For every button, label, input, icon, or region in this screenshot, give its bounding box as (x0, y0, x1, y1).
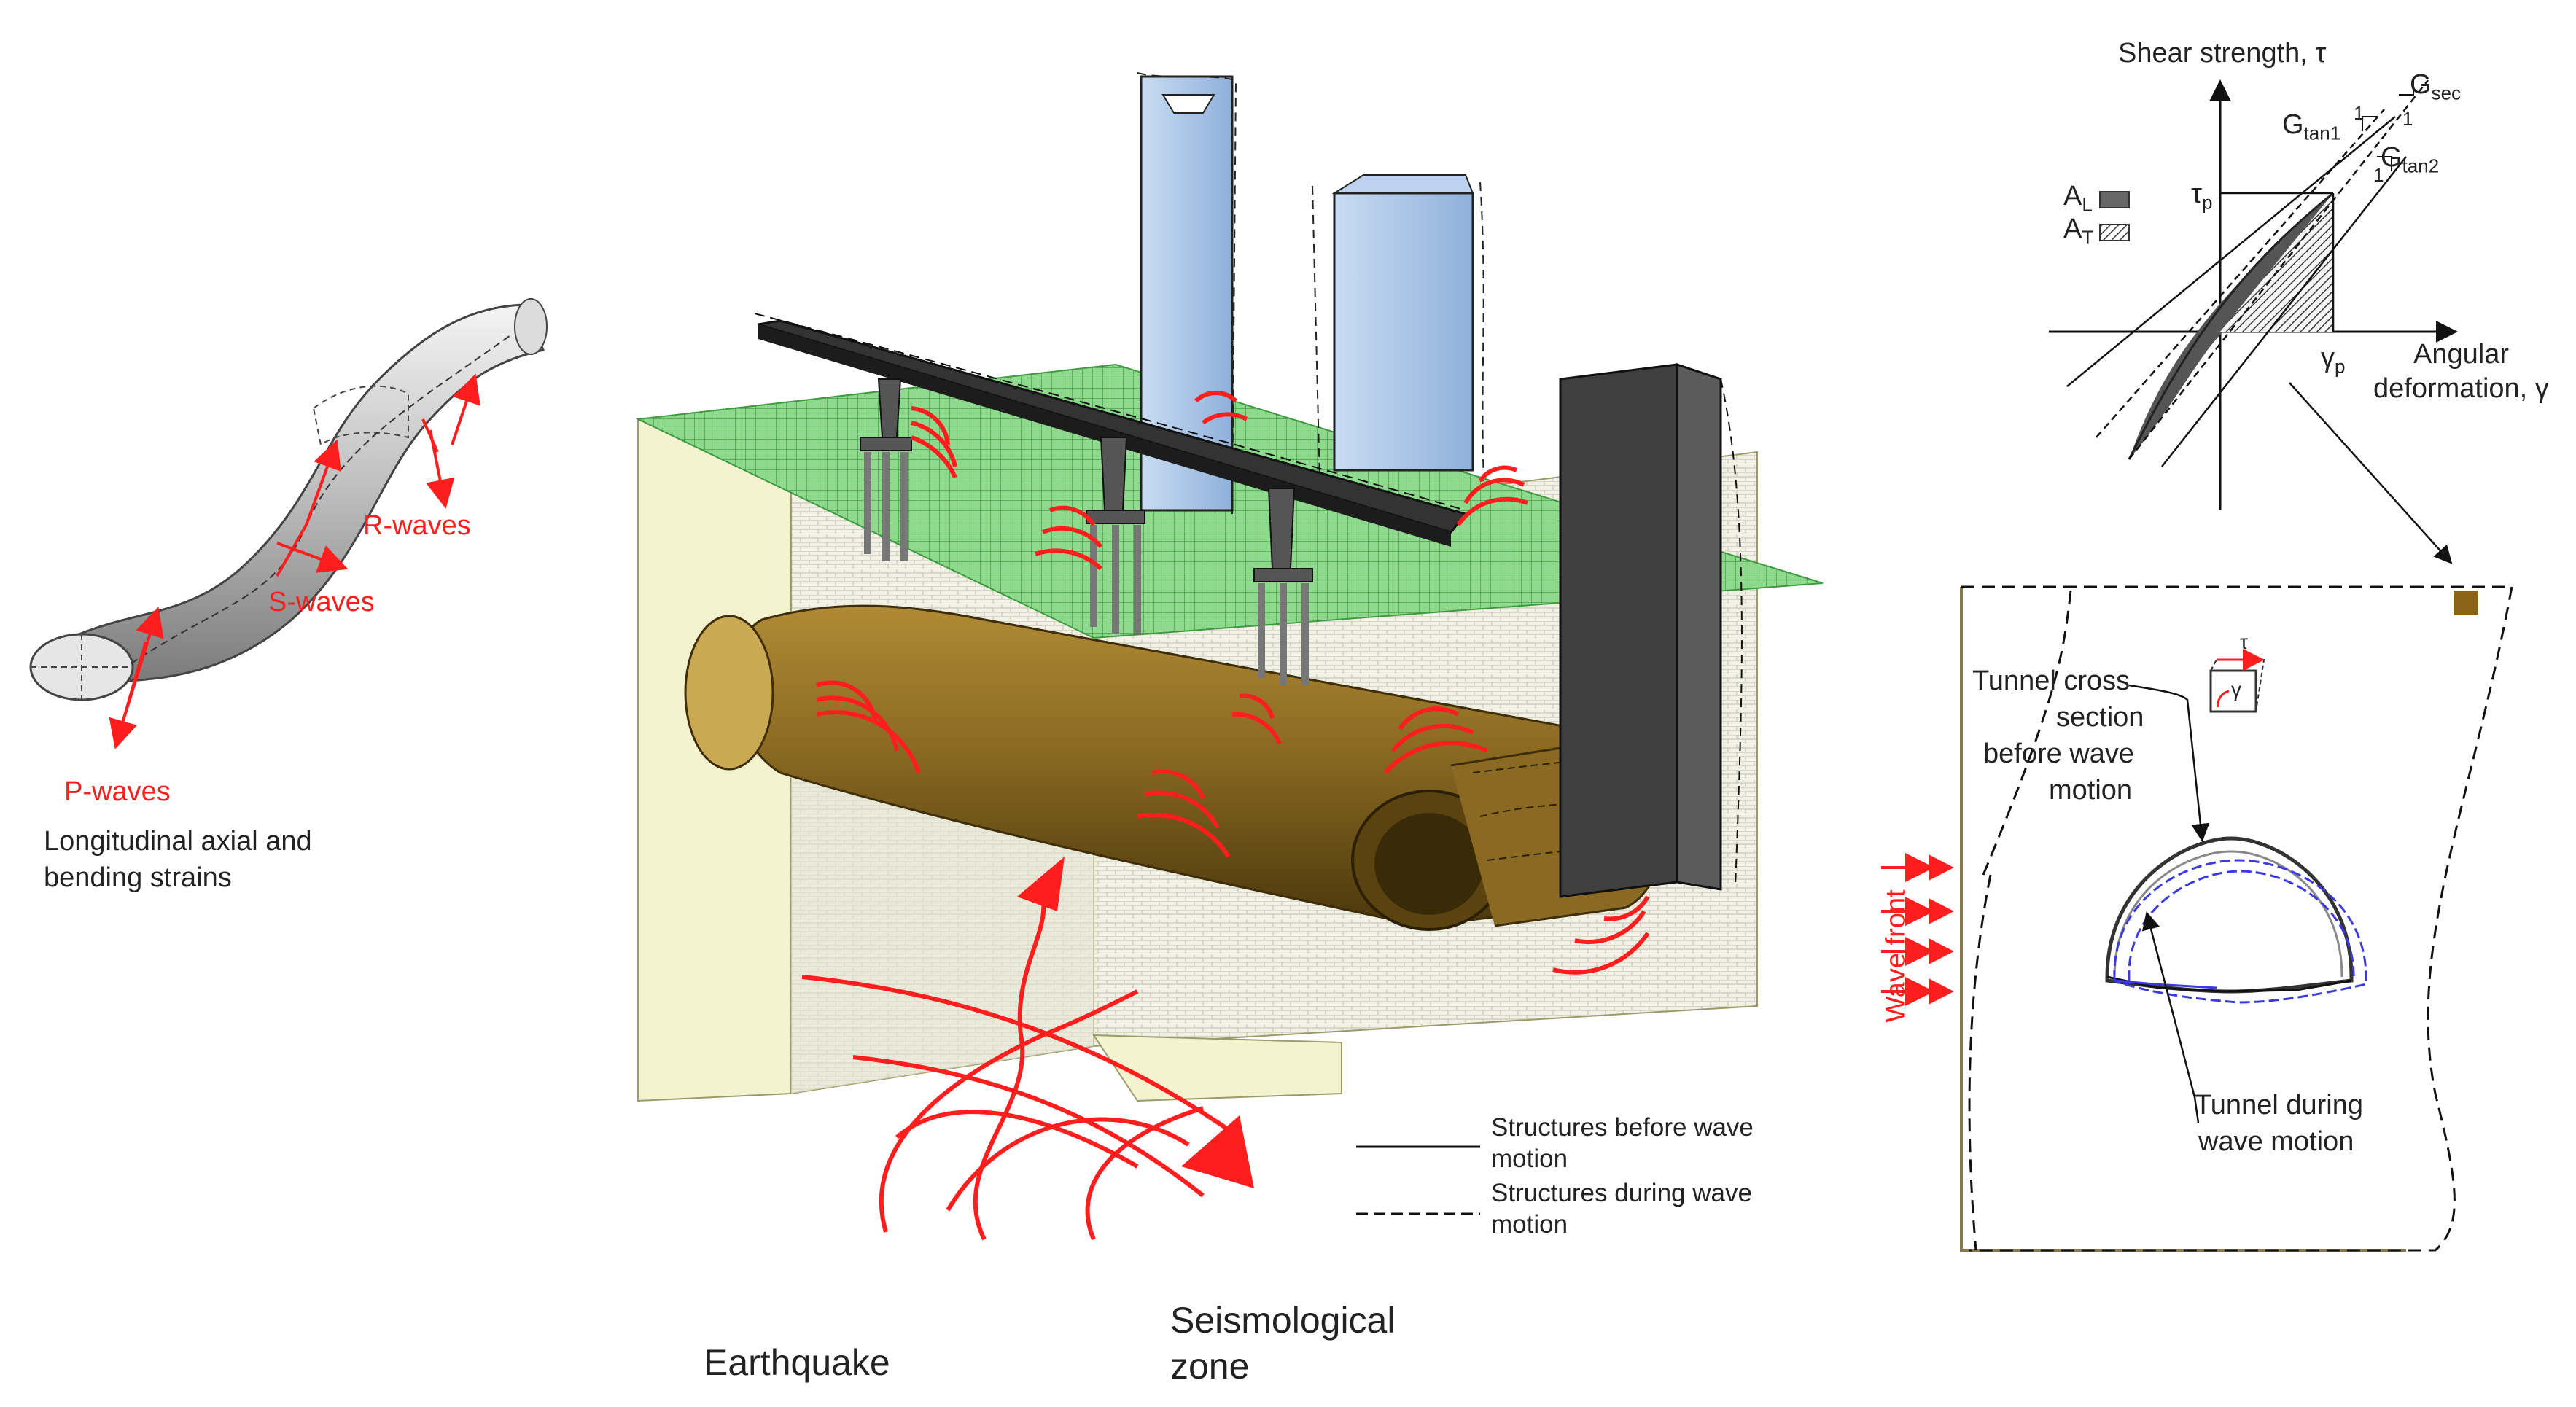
slope-one-label-c: 1 (2373, 164, 2384, 186)
graph-y-axis-label: Shear strength, τ (2118, 38, 2327, 69)
a-t-subscript: T (2082, 226, 2094, 249)
tau-p-label: τp (2191, 179, 2212, 214)
cross-section-label-line2: section (2056, 702, 2144, 733)
gamma-p-label: γp (2321, 343, 2345, 378)
a-l-subscript: L (2082, 193, 2093, 216)
curved-tunnel-illustration (29, 298, 548, 749)
seismological-zone-label-line2: zone (1170, 1346, 1250, 1387)
a-l-symbol: A (2063, 181, 2082, 211)
earthquake-label: Earthquake (704, 1342, 890, 1383)
element-tau-label: τ (2240, 631, 2249, 653)
wave-front-label: Wave front (1880, 889, 1912, 1023)
legend-before-line1: Structures before wave (1491, 1113, 1754, 1142)
slope-one-label-b: 1 (2402, 108, 2413, 130)
g-tan1-symbol: G (2282, 109, 2304, 140)
slope-one-label-a: 1 (2354, 102, 2365, 124)
graph-x-axis-label-line1: Angular (2413, 339, 2509, 370)
gamma-p-subscript: p (2335, 355, 2346, 378)
a-t-symbol: A (2063, 214, 2082, 244)
tunnel-cross-section-panel (1881, 585, 2513, 1254)
graph-x-axis-label-line2: deformation, γ (2373, 373, 2549, 404)
gamma-p-symbol: γ (2321, 343, 2335, 373)
strains-caption-line2: bending strains (44, 862, 232, 893)
element-gamma-label: γ (2231, 678, 2241, 701)
p-waves-label: P-waves (64, 776, 171, 807)
g-tan2-label: Gtan2 (2381, 142, 2439, 178)
g-tan2-subscript: tan2 (2402, 155, 2440, 177)
urban-scene-illustration (635, 72, 1824, 1254)
legend-during-line1: Structures during wave (1491, 1179, 1752, 1207)
g-sec-subscript: sec (2431, 82, 2462, 104)
shear-strain-graph (2049, 79, 2458, 564)
g-sec-symbol: G (2410, 69, 2432, 100)
tau-p-symbol: τ (2191, 179, 2203, 209)
g-tan1-subscript: tan1 (2303, 122, 2341, 144)
seismological-zone-label-line1: Seismological (1170, 1300, 1396, 1341)
tunnel-during-label-line2: wave motion (2198, 1126, 2354, 1157)
s-waves-label: S-waves (268, 587, 375, 617)
strains-caption-line1: Longitudinal axial and (44, 826, 312, 857)
g-sec-label: Gsec (2410, 69, 2461, 105)
cross-section-label-line4: motion (2049, 775, 2133, 806)
g-tan2-symbol: G (2381, 142, 2402, 173)
cross-section-label-line1: Tunnel cross (1972, 666, 2131, 696)
tunnel-during-label-line1: Tunnel during (2195, 1090, 2363, 1120)
cross-section-label-line3: before wave (1983, 738, 2135, 769)
tau-p-subscript: p (2202, 191, 2213, 214)
area-loading-legend: AL (2063, 181, 2093, 217)
legend-before-line2: motion (1491, 1145, 1568, 1173)
r-waves-label: R-waves (363, 510, 471, 541)
area-total-legend: AT (2063, 214, 2093, 249)
g-tan1-label: Gtan1 (2282, 109, 2340, 145)
legend-during-line2: motion (1491, 1210, 1568, 1239)
